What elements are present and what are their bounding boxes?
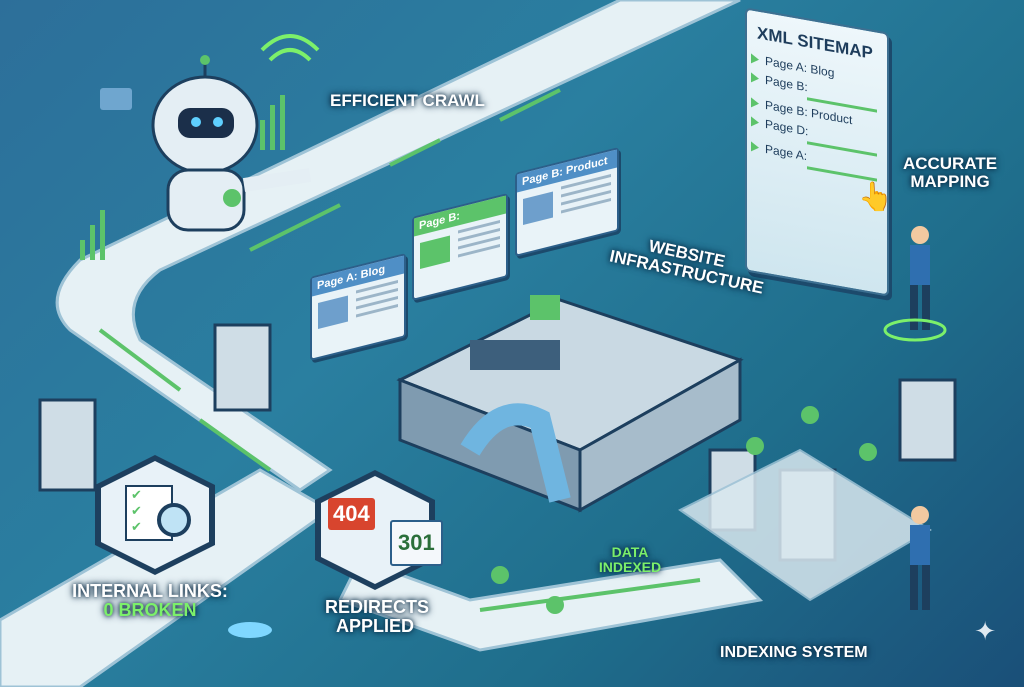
label-data-indexed: Data Indexed — [598, 544, 662, 575]
label-efficient-crawl: Efficient Crawl — [330, 91, 485, 110]
sparkle-icon: ✦ — [974, 616, 996, 646]
label-redirects-applied: Redirects Applied — [325, 597, 430, 636]
robot-crawler — [151, 55, 312, 232]
internal-links-badge: ✔✔✔ — [95, 455, 215, 575]
label-accurate-mapping: Accurate Mapping — [902, 154, 998, 191]
label-line: 0 Broken — [103, 599, 197, 620]
status-301: 301 — [390, 520, 443, 566]
check-icons — [491, 406, 877, 614]
label-internal-links: Internal Links: 0 Broken — [70, 582, 230, 620]
label-indexing-system: Indexing System — [720, 644, 868, 661]
magnifier-icon — [157, 503, 191, 537]
xml-sitemap: XML SITEMAP Page A: Blog Page B: Page B:… — [745, 7, 889, 297]
pointer-hand-icon: 👆 — [858, 181, 893, 212]
beacon — [228, 622, 272, 638]
lower-path — [0, 468, 333, 687]
wifi-icon — [260, 34, 320, 62]
crawl-path — [55, 0, 741, 492]
label-line: Internal Links: — [72, 581, 228, 601]
status-404: 404 — [328, 498, 375, 530]
server-infrastructure — [396, 295, 744, 513]
flow-arrows — [98, 88, 701, 612]
analyst-figures — [910, 226, 930, 610]
chat-bubble-icon — [100, 88, 132, 110]
signal-bars-icon — [80, 95, 285, 260]
